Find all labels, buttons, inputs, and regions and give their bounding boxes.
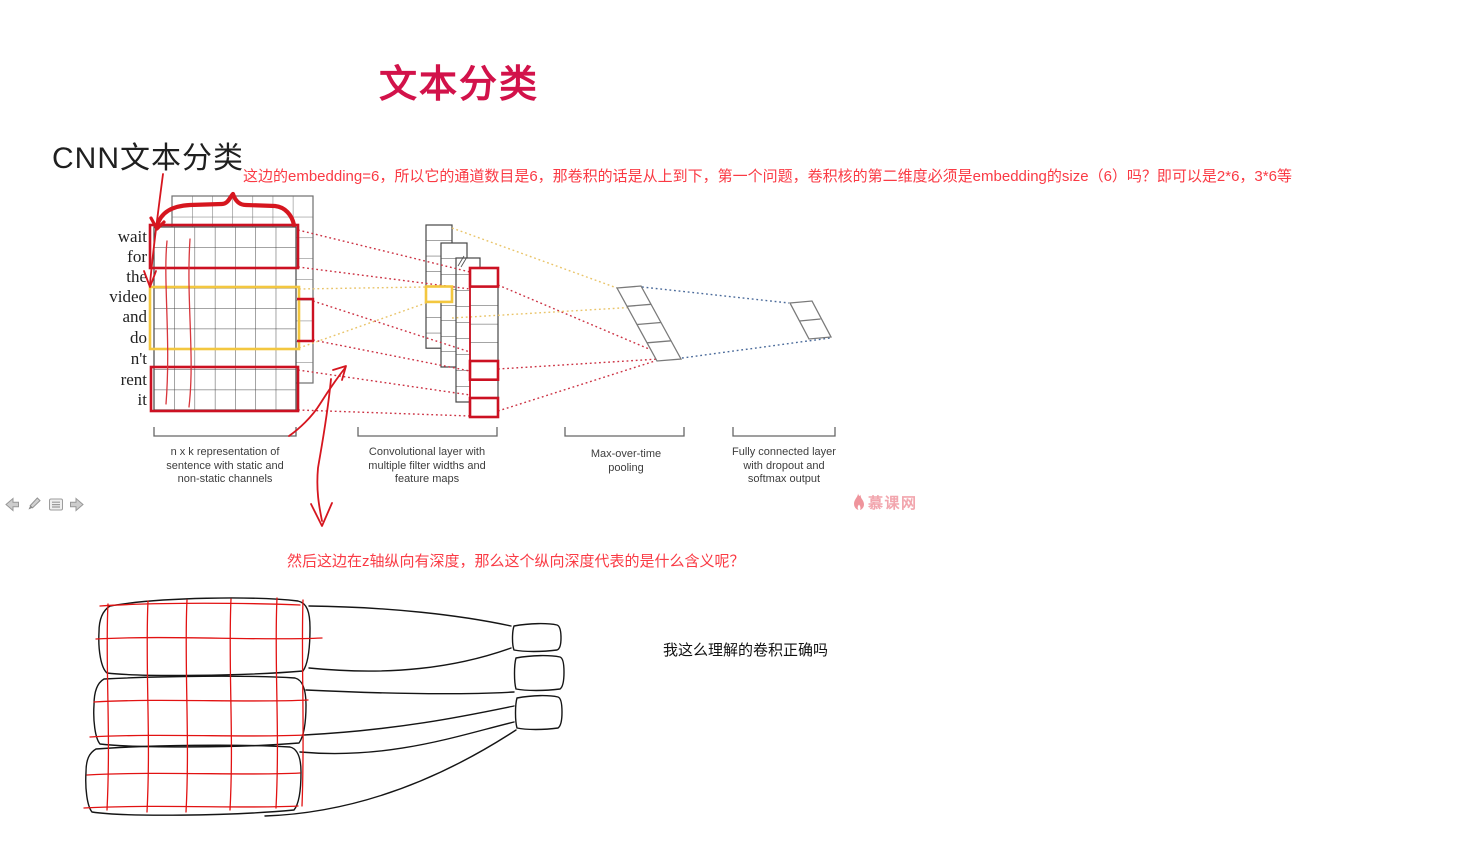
sentence-word: for	[127, 247, 147, 266]
figure-caption-fully-connected: Fully connected layer with dropout and s…	[732, 446, 836, 485]
blue-dotted-lines	[641, 286, 831, 359]
dotted-connections	[297, 227, 831, 417]
sketch-black-outlines	[85, 597, 565, 817]
matrix-front-channel	[153, 226, 297, 411]
imooc-watermark: 慕课网	[851, 492, 918, 513]
sentence-word: do	[130, 328, 147, 347]
figure-caption-convolution: Convolutional layer with multiple filter…	[368, 446, 486, 485]
fully-connected-output	[788, 300, 833, 340]
sentence-word: n't	[130, 349, 147, 368]
flame-icon	[854, 493, 864, 510]
pencil-doodle-mark	[457, 255, 468, 268]
matrix-highlights	[148, 223, 315, 413]
slide-title: 文本分类	[379, 64, 540, 106]
sketch-red-grid	[83, 597, 323, 813]
annotation-depth-note: 然后这边在z轴纵向有深度，那么这个纵向深度代表的是什么含义呢？	[287, 553, 745, 570]
annotate-pen-button[interactable]	[24, 495, 43, 513]
presentation-toolbar	[2, 495, 87, 513]
forward-arrow-icon	[70, 496, 84, 512]
yellow-dotted-lines	[298, 227, 639, 349]
red-pen-strokes	[143, 173, 347, 527]
conv-highlights	[424, 266, 500, 419]
annotation-understanding-note: 我这么理解的卷积正确吗	[663, 642, 829, 659]
sentence-word: rent	[120, 370, 147, 389]
caption-brackets	[153, 427, 836, 437]
notes-panel-button[interactable]	[46, 495, 65, 513]
sentence-word: the	[126, 267, 147, 286]
hand-drawn-convolution-sketch	[83, 597, 565, 817]
conv-feature-maps	[425, 224, 499, 418]
annotation-embedding-note: 这边的embedding=6，所以它的通道数目是6，那卷积的话是从上到下，第一个…	[243, 168, 1292, 185]
sentence-word: video	[109, 287, 147, 306]
notes-icon	[48, 498, 63, 510]
next-page-button[interactable]	[68, 495, 87, 513]
back-arrow-icon	[5, 496, 19, 512]
figure-caption-representation: n x k representation of sentence with st…	[166, 446, 284, 485]
sentence-word: it	[137, 390, 147, 409]
feature-map-strip	[469, 267, 499, 418]
watermark-label: 慕课网	[868, 495, 918, 512]
figure-caption-pooling: Max-over-time pooling	[590, 448, 662, 474]
section-heading: CNN文本分类	[52, 142, 244, 175]
sentence-word: wait	[117, 227, 147, 246]
max-pooling-column	[615, 285, 683, 362]
sentence-word: and	[122, 307, 147, 326]
prev-page-button[interactable]	[2, 495, 21, 513]
pencil-icon	[28, 497, 41, 510]
